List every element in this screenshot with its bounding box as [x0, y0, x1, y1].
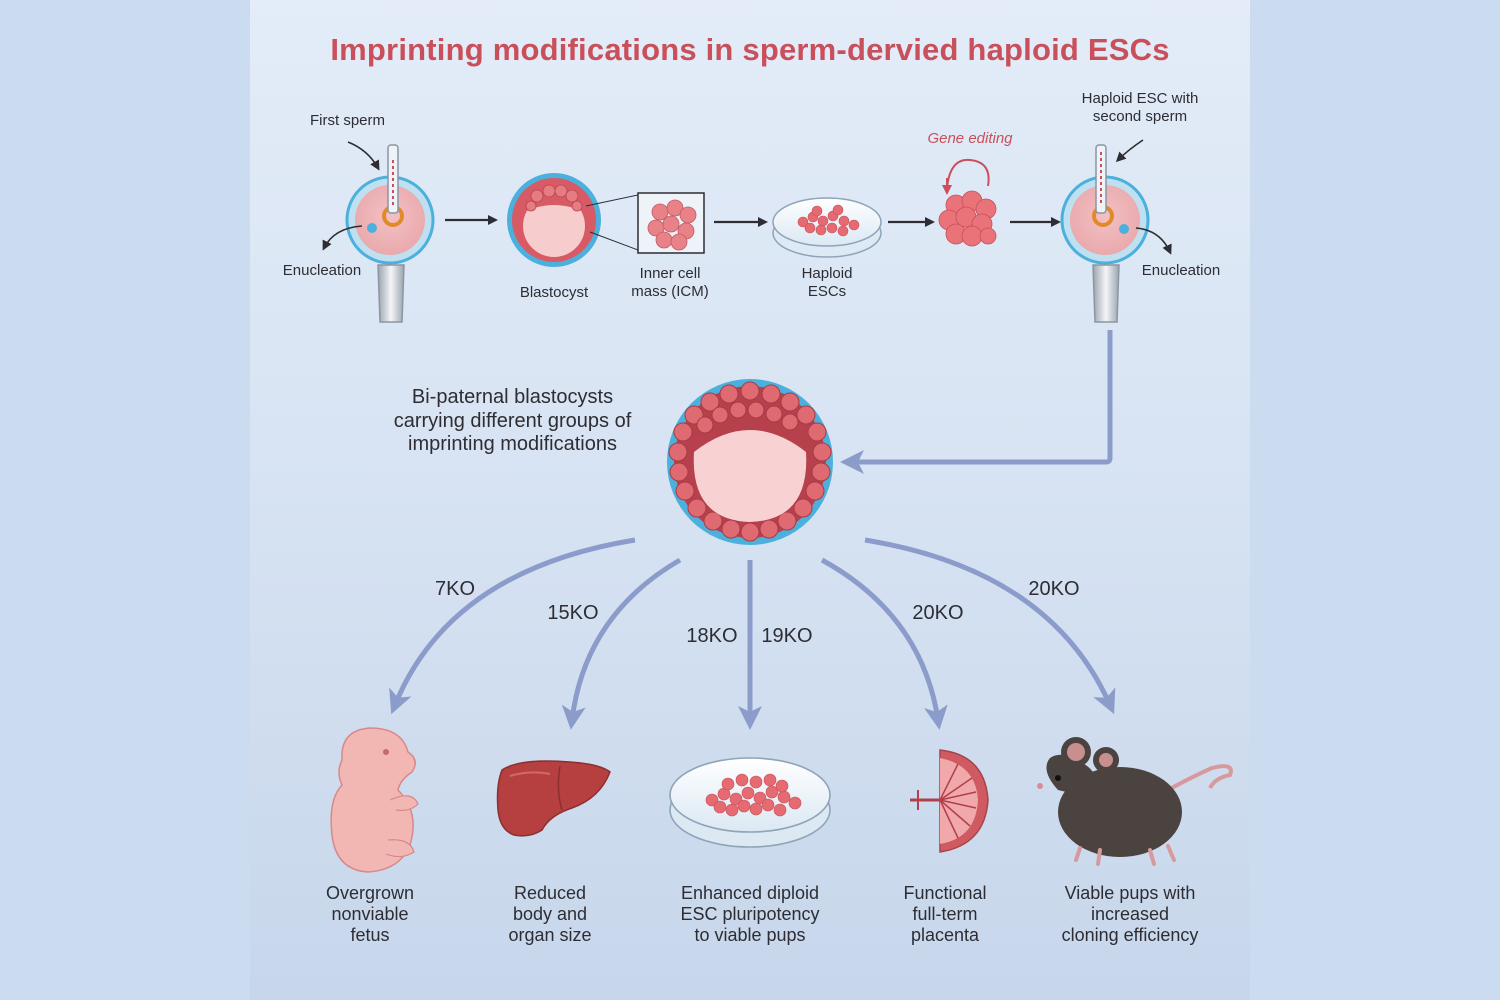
branch-arrow-20ko-placenta: [820, 557, 948, 730]
haploid-esc-dish: [772, 197, 882, 258]
label-7ko: 7KO: [434, 578, 476, 600]
label-gene-editing: Gene editing: [927, 130, 1013, 147]
label-19ko: 19KO: [761, 625, 813, 647]
label-20ko-mouse: 20KO: [1028, 578, 1080, 600]
bi-paternal-blastocyst: [667, 379, 833, 545]
return-connector: [840, 330, 1113, 474]
liver-illustration: [496, 760, 611, 837]
mouse-illustration: [1037, 737, 1233, 866]
diagram-panel: Imprinting modifications in sperm-dervie…: [250, 0, 1250, 1000]
label-enucleation-left: Enucleation: [282, 262, 362, 279]
label-icm: Inner cell mass (ICM): [631, 265, 709, 300]
placenta-illustration: [910, 749, 989, 853]
branch-arrow-7ko: [389, 537, 636, 715]
label-enucleation-right: Enucleation: [1141, 262, 1221, 279]
label-blastocyst: Blastocyst: [519, 284, 589, 301]
branch-arrow-20ko-mouse: [864, 537, 1116, 715]
page-title: Imprinting modifications in sperm-dervie…: [330, 32, 1170, 67]
label-18ko: 18KO: [686, 625, 738, 647]
label-haploid-esc-second-sperm: Haploid ESC with second sperm: [1081, 90, 1199, 125]
label-20ko-placenta: 20KO: [912, 602, 964, 624]
outcome-viable-pups: Viable pups with increased cloning effic…: [1061, 883, 1199, 946]
branch-arrow-15ko: [561, 557, 682, 730]
diploid-esc-dish: [669, 757, 831, 848]
label-first-sperm: First sperm: [310, 112, 385, 129]
label-bi-paternal: Bi-paternal blastocysts carrying differe…: [393, 386, 632, 456]
edited-cell-cluster: [938, 158, 997, 247]
fetus-illustration: [330, 727, 419, 873]
oocyte-first-injection: [322, 141, 435, 323]
oocyte-second-injection: [1060, 139, 1172, 323]
outcome-overgrown-fetus: Overgrown nonviable fetus: [325, 883, 415, 946]
icm-box: [637, 192, 705, 254]
outcome-enhanced-pluripotency: Enhanced diploid ESC pluripotency to via…: [680, 883, 820, 946]
outcome-functional-placenta: Functional full-term placenta: [903, 883, 987, 946]
label-15ko: 15KO: [547, 602, 599, 624]
branch-arrows: [389, 537, 1116, 730]
blastocyst-illustration: [507, 173, 639, 267]
holding-pipette: [377, 264, 405, 323]
outcome-reduced-size: Reduced body and organ size: [508, 883, 592, 946]
label-haploid-escs: Haploid ESCs: [801, 265, 853, 300]
diagram-canvas: [322, 139, 1233, 873]
